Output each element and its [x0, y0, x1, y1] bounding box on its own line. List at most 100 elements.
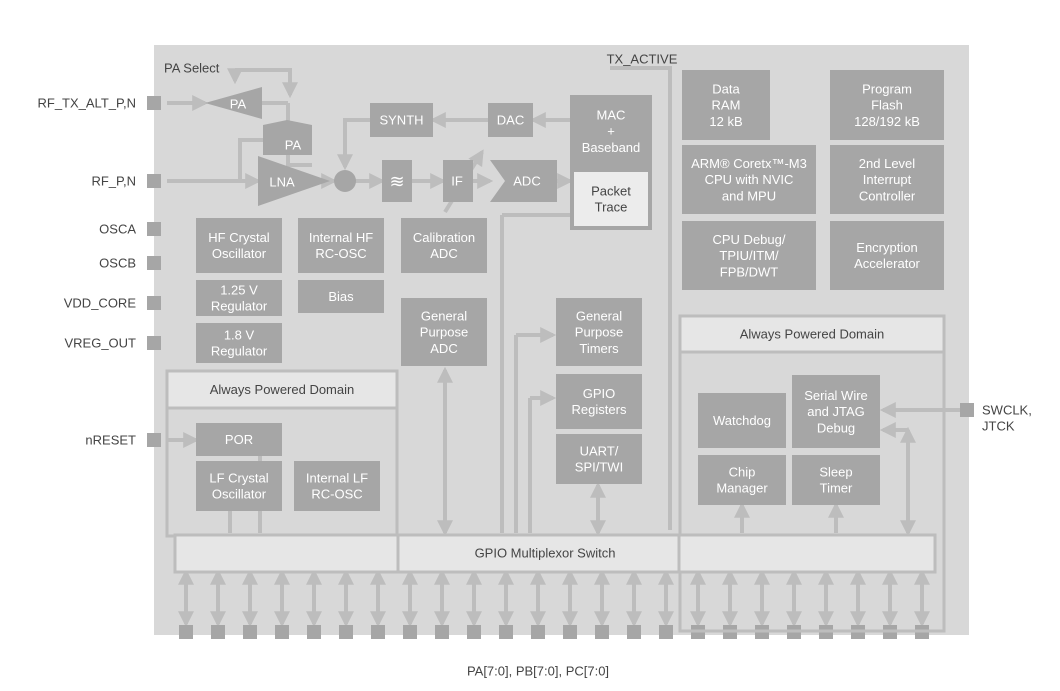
cpu-block-label: ARM® Coretx™-M3 [691, 156, 807, 171]
encryption-block [830, 221, 944, 290]
pin-gpio-14 [627, 625, 641, 639]
serial-wire-jtag-block-label: and JTAG [807, 404, 865, 419]
pin-oscb [147, 256, 161, 270]
gp-adc-block [401, 298, 487, 366]
pin-label-6-label: nRESET [85, 433, 136, 448]
pa-triangle-2 [263, 120, 312, 155]
pin-gpio-9 [467, 625, 481, 639]
cpu-debug-block-label: FPB/DWT [720, 264, 779, 279]
pin-osca [147, 222, 161, 236]
lf-crystal-block-label: Oscillator [212, 487, 267, 502]
sleep-timer-block-label: Sleep [819, 464, 852, 479]
pin-rf-tx-alt-p-n [147, 96, 161, 110]
data-ram-block-label: Data [712, 81, 740, 96]
gp-timers-block [556, 298, 642, 366]
pin-gpio-3 [275, 625, 289, 639]
always-powered-left-header-label: Always Powered Domain [210, 382, 355, 397]
adc-block [490, 160, 557, 202]
if-label: IF [451, 174, 463, 189]
pin-gpio-12 [563, 625, 577, 639]
pin-gpio-1 [211, 625, 225, 639]
regulator-18-block-label: 1.8 V [224, 327, 255, 342]
hf-rc-osc-block-label: RC-OSC [315, 246, 366, 261]
regulator-125-block-label: Regulator [211, 299, 268, 314]
gpio-mux-label: GPIO Multiplexor Switch [475, 546, 616, 561]
if-block [443, 160, 473, 202]
pin-nreset [147, 433, 161, 447]
gp-timers-block-label: Purpose [575, 325, 623, 340]
pin-swclk-jtck [960, 403, 974, 417]
hf-crystal-block-label: HF Crystal [208, 230, 270, 245]
encryption-block-label: Accelerator [854, 256, 920, 271]
gp-timers-block-label: General [576, 308, 622, 323]
serial-wire-jtag-block-label: Debug [817, 420, 855, 435]
pin-label-5-label: VREG_OUT [64, 336, 136, 351]
cpu-block-label: CPU with NVIC [705, 172, 794, 187]
pin-gpio-4 [307, 625, 321, 639]
gpio-mux-switch [173, 533, 937, 574]
lna-label: LNA [269, 175, 295, 190]
pin-label-3-label: OSCB [99, 256, 136, 271]
wire-paselect2 [235, 68, 298, 99]
calibration-adc-block-label: ADC [430, 246, 457, 261]
interrupt-controller-block [830, 145, 944, 214]
interrupt-controller-block-label: 2nd Level [859, 156, 915, 171]
por-block [196, 423, 282, 456]
por-block-label: POR [225, 432, 253, 447]
data-ram-block-label: 12 kB [709, 114, 742, 129]
cpu-debug-block-label: TPIU/ITM/ [719, 248, 779, 263]
pin-swclk-jtck-label: JTCK [982, 419, 1015, 434]
serial-wire-jtag-block [792, 375, 880, 448]
encryption-block-label: Encryption [856, 240, 917, 255]
cpu-debug-block-label: CPU Debug/ [713, 232, 786, 247]
uart-block-label: SPI/TWI [575, 460, 623, 475]
pa2-label: PA [285, 138, 302, 153]
interrupt-controller-block-label: Controller [859, 188, 916, 203]
synth-block-label: SYNTH [379, 113, 423, 128]
gp-adc-block-label: General [421, 308, 467, 323]
pin-swclk-jtck-label: SWCLK, [982, 402, 1032, 417]
pa1-label: PA [230, 97, 247, 112]
hf-rc-osc-block-label: Internal HF [309, 230, 373, 245]
cpu-block [682, 145, 816, 214]
regulator-125-block [196, 280, 282, 316]
lf-crystal-block-label: LF Crystal [209, 470, 268, 485]
pin-gpio-7 [403, 625, 417, 639]
pin-label-0-label: RF_TX_ALT_P,N [37, 96, 136, 111]
pin-gpio-0 [179, 625, 193, 639]
lf-crystal-block [196, 461, 282, 511]
data-ram-block [682, 70, 770, 140]
bottom-pins-label: PA[7:0], PB[7:0], PC[7:0] [467, 664, 609, 679]
tx-active-label: TX_ACTIVE [607, 52, 678, 67]
always-powered-right-header-label: Always Powered Domain [740, 327, 885, 342]
gpio-registers-block-label: GPIO [583, 386, 616, 401]
pin-vdd-core [147, 296, 161, 310]
pin-label-4-label: VDD_CORE [64, 296, 137, 311]
chip-manager-block-label: Manager [716, 481, 768, 496]
filter-block-label: ≋ [389, 171, 404, 191]
cpu-block-label: and MPU [722, 188, 776, 203]
hf-crystal-block-label: Oscillator [212, 246, 267, 261]
mac-label: Baseband [582, 140, 641, 155]
hf-rc-osc-block [298, 218, 384, 273]
mac-label: + [607, 124, 615, 139]
calibration-adc-block [401, 218, 487, 273]
chip-manager-block [698, 455, 786, 505]
cpu-debug-block [682, 221, 816, 290]
chip-manager-block-label: Chip [729, 464, 756, 479]
pin-gpio-10 [499, 625, 513, 639]
program-flash-block-label: Flash [871, 98, 903, 113]
lna-triangle [258, 156, 330, 206]
calibration-adc-block-label: Calibration [413, 230, 475, 245]
pin-label-2-label: OSCA [99, 222, 136, 237]
pin-gpio-6 [371, 625, 385, 639]
gp-adc-block-label: Purpose [420, 325, 468, 340]
uart-block [556, 434, 642, 484]
regulator-18-block [196, 323, 282, 363]
pin-gpio-11 [531, 625, 545, 639]
watchdog-block [698, 393, 786, 448]
pin-gpio-15 [659, 625, 673, 639]
regulator-125-block-label: 1.25 V [220, 282, 258, 297]
pin-rf-p-n [147, 174, 161, 188]
gpio-registers-block-label: Registers [572, 402, 627, 417]
